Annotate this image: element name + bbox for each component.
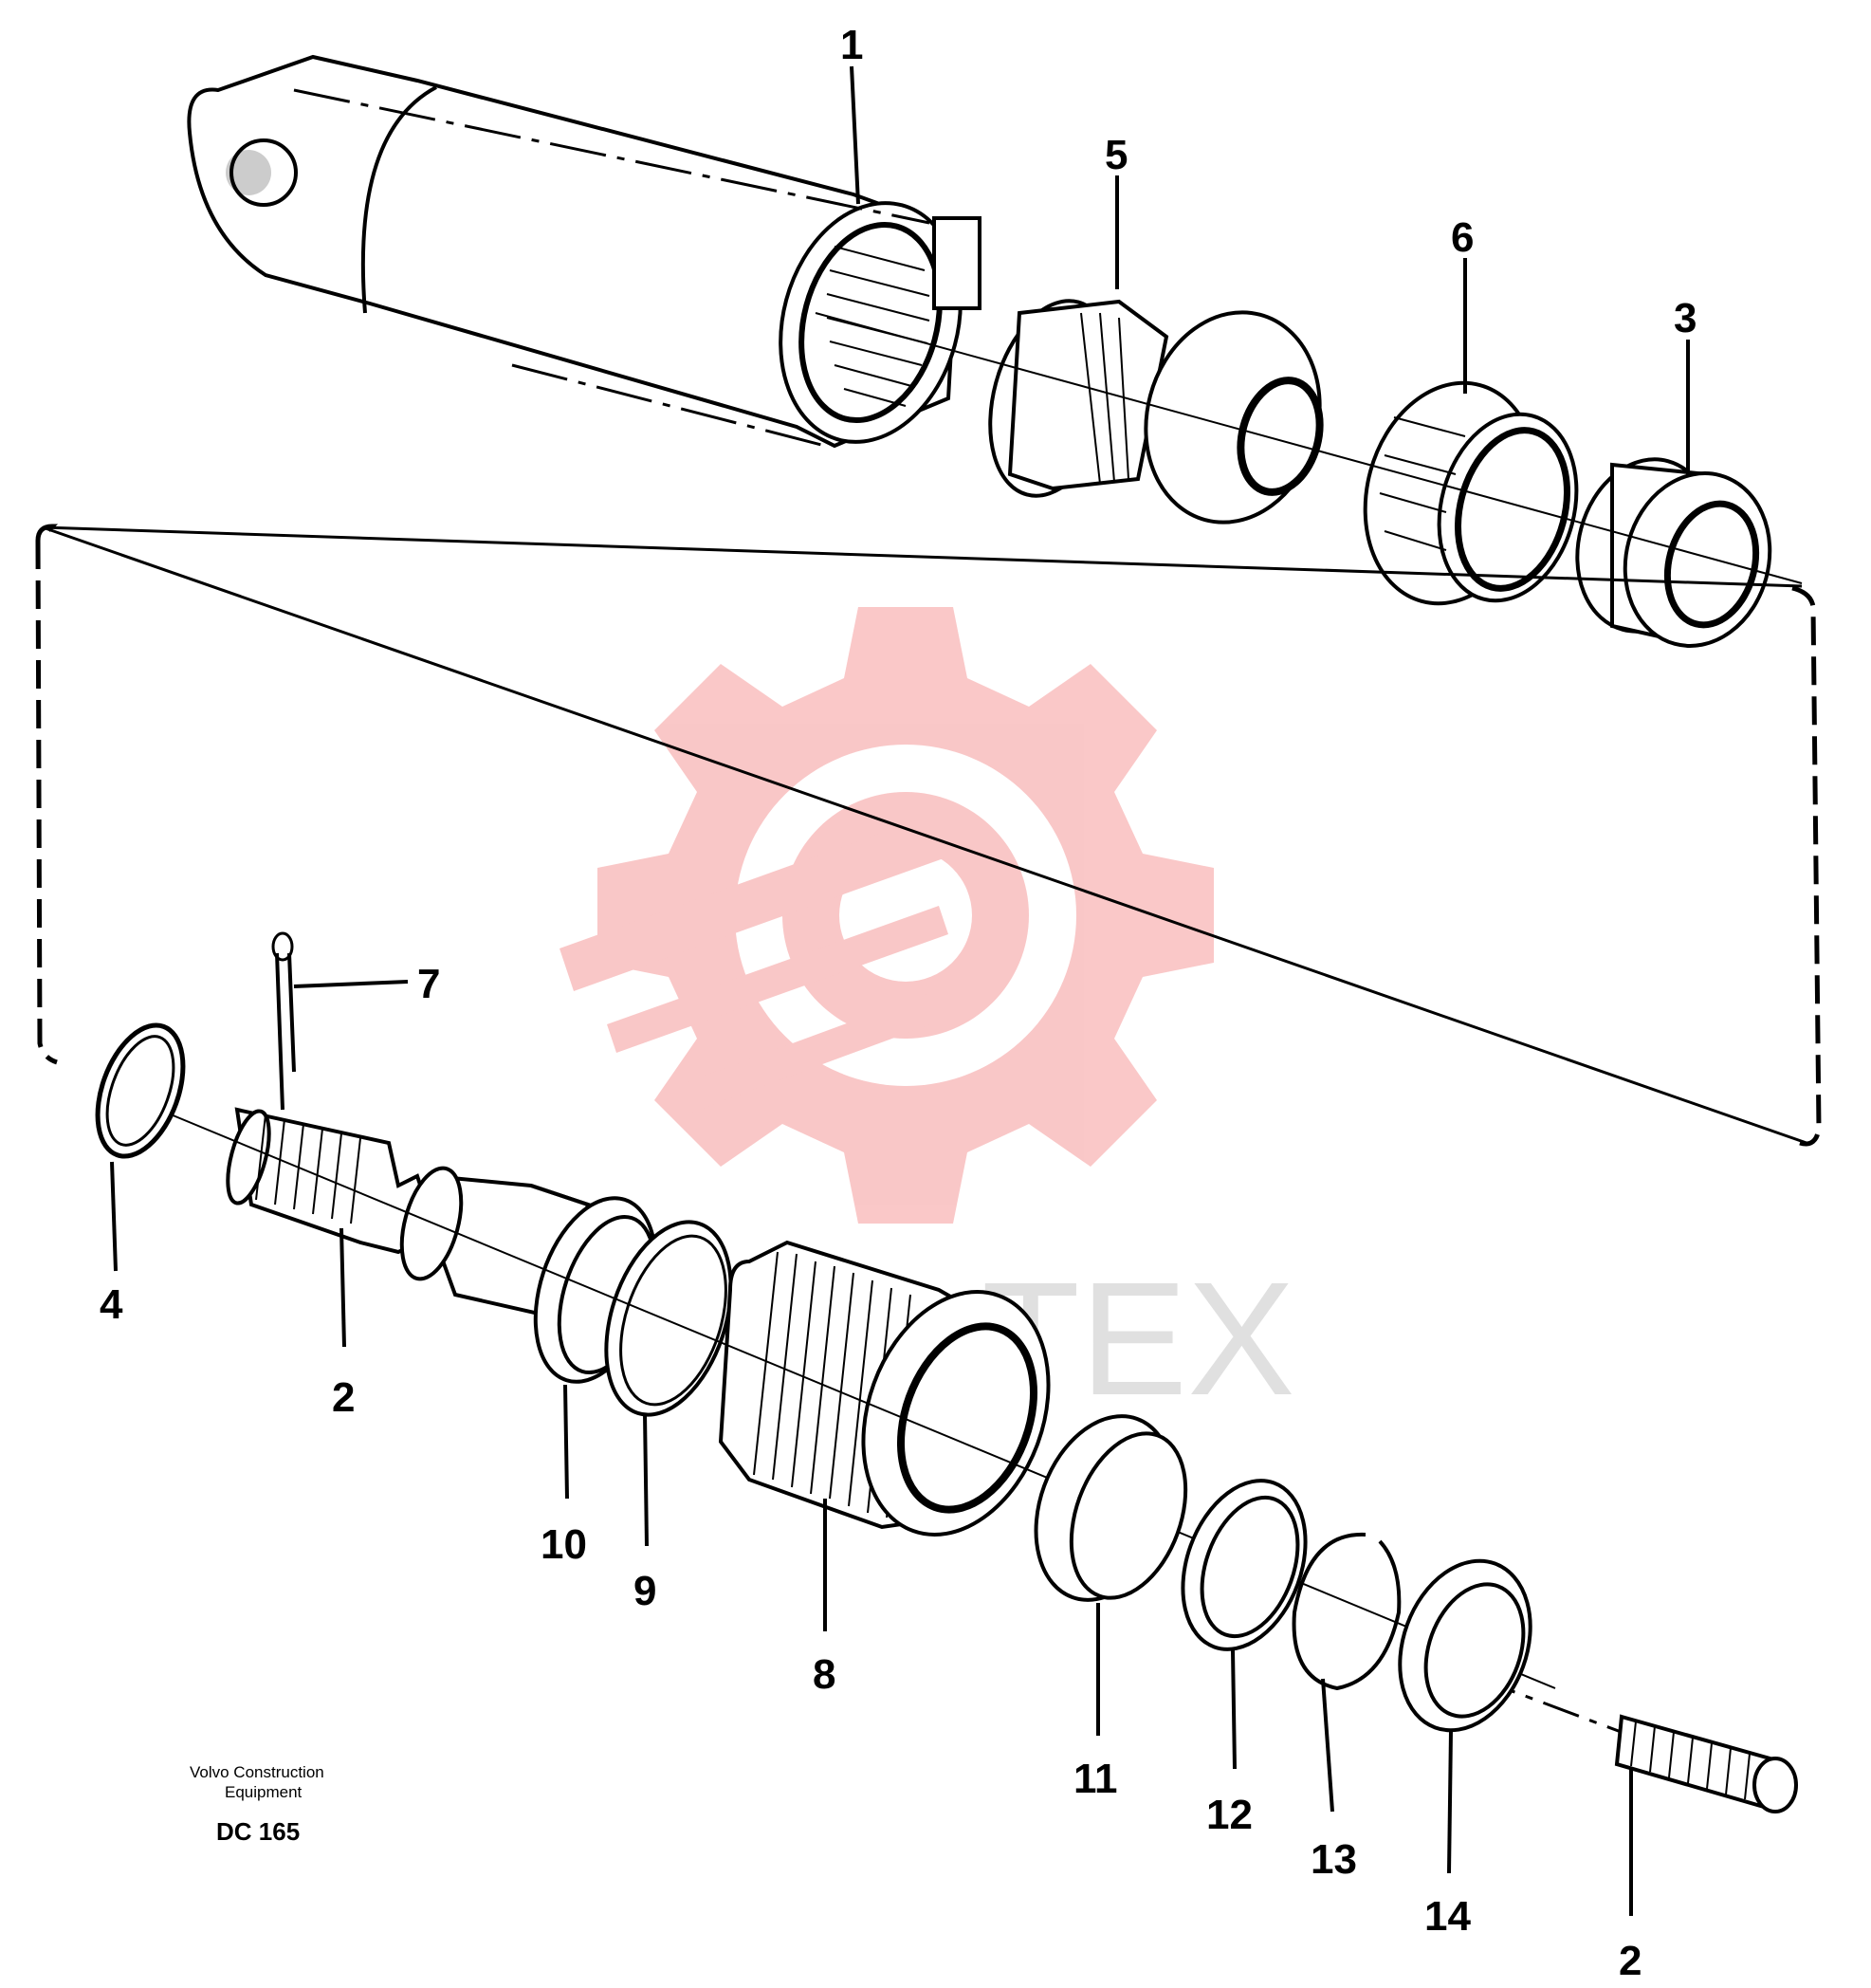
part-13-snap-ring bbox=[1292, 1532, 1402, 1691]
callout-12: 12 bbox=[1206, 1792, 1253, 1838]
callout-labels: 1 5 6 3 7 4 2 10 9 8 11 12 13 14 2 bbox=[100, 22, 1697, 1984]
callout-13: 13 bbox=[1311, 1836, 1357, 1883]
callout-6: 6 bbox=[1451, 214, 1474, 261]
callout-2-right: 2 bbox=[1619, 1938, 1642, 1984]
dashed-connector-frame bbox=[35, 524, 1822, 1147]
part-3-bushing bbox=[1575, 457, 1772, 648]
caption-block: Volvo Construction Equipment DC 165 bbox=[190, 1763, 324, 1846]
callout-5: 5 bbox=[1105, 132, 1128, 178]
part-7-split-pin bbox=[271, 931, 296, 1111]
part-14-nut bbox=[1398, 1558, 1532, 1733]
callout-9: 9 bbox=[633, 1568, 656, 1614]
caption-line-2: Equipment bbox=[225, 1783, 303, 1801]
callout-7: 7 bbox=[417, 961, 440, 1007]
callout-8: 8 bbox=[813, 1651, 835, 1698]
part-1-cylinder-barrel bbox=[187, 54, 981, 449]
callout-11: 11 bbox=[1073, 1756, 1118, 1802]
part-4-o-ring bbox=[95, 1022, 186, 1159]
watermark-gear-logo bbox=[559, 607, 1214, 1224]
callout-3: 3 bbox=[1674, 295, 1697, 341]
part-11-wiper-ring bbox=[1034, 1414, 1188, 1602]
callout-10: 10 bbox=[541, 1521, 587, 1568]
part-9-ring bbox=[604, 1220, 733, 1417]
callout-1: 1 bbox=[840, 22, 863, 68]
part-8-cylinder-head bbox=[718, 1240, 1051, 1537]
part-2-threaded-rod-end bbox=[1614, 1714, 1798, 1813]
part-6-seal-ring bbox=[1363, 380, 1579, 606]
part-12-washer bbox=[1181, 1479, 1308, 1651]
callout-14: 14 bbox=[1424, 1893, 1471, 1940]
caption-line-1: Volvo Construction bbox=[190, 1763, 324, 1781]
callout-4: 4 bbox=[100, 1281, 123, 1328]
leader-lines bbox=[110, 65, 1690, 1916]
caption-code: DC 165 bbox=[216, 1817, 300, 1846]
part-5-piston bbox=[988, 299, 1324, 525]
callout-2-left: 2 bbox=[332, 1374, 355, 1421]
part-2-piston-rod bbox=[226, 1107, 665, 1349]
